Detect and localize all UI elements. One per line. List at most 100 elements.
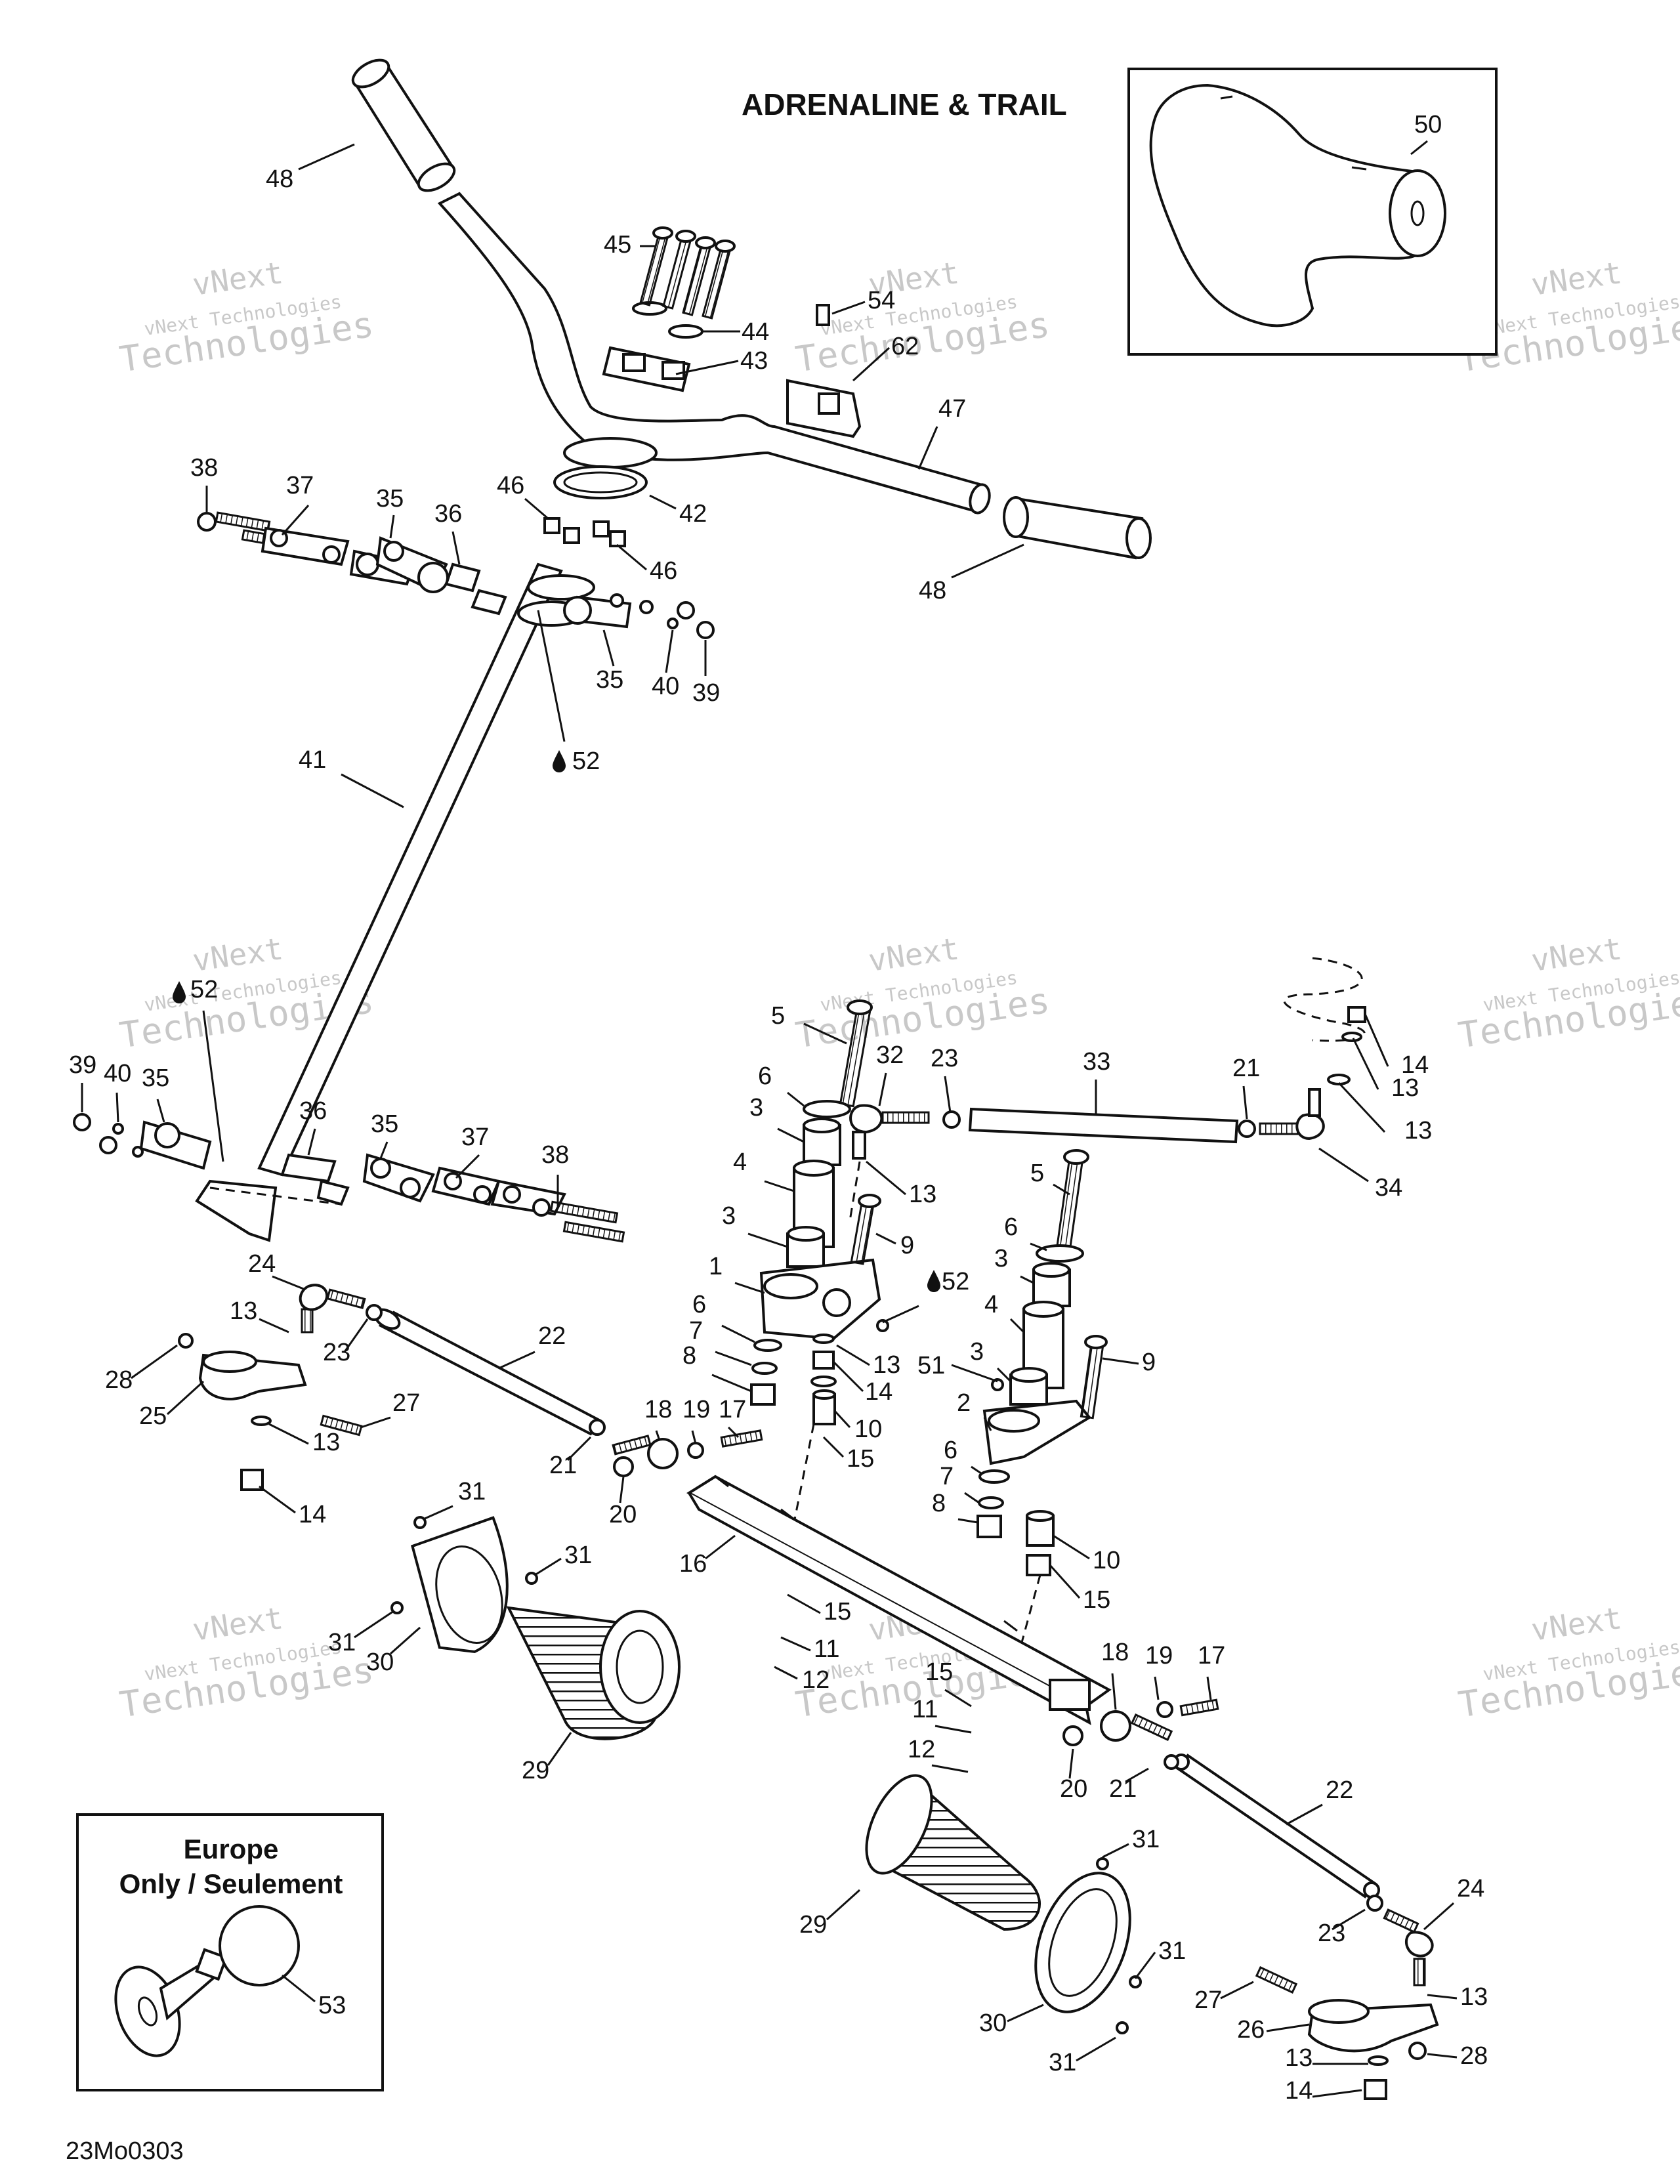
leader-line — [1068, 1748, 1074, 1779]
callout-52: 52 — [572, 747, 600, 775]
callout-31: 31 — [1158, 1937, 1186, 1965]
callout-17: 17 — [719, 1396, 746, 1423]
leader-line — [957, 1518, 978, 1524]
leader-line — [711, 1374, 752, 1393]
callout-11: 11 — [912, 1696, 938, 1723]
callout-31: 31 — [328, 1629, 356, 1656]
leader-line — [780, 1636, 811, 1652]
callout-7: 7 — [689, 1317, 703, 1345]
leader-line — [1312, 2089, 1362, 2098]
leader-line — [934, 1725, 972, 1734]
leader-line — [1364, 1013, 1389, 1067]
callout-6: 6 — [692, 1291, 706, 1318]
leader-line — [822, 1436, 845, 1458]
callout-33: 33 — [1083, 1048, 1110, 1076]
leader-line — [787, 1091, 805, 1107]
leader-line — [360, 1416, 391, 1429]
leader-line — [1076, 2036, 1116, 2062]
leader-line — [1286, 1803, 1323, 1826]
callout-51: 51 — [917, 1352, 945, 1379]
leader-line — [875, 1232, 896, 1245]
callout-9: 9 — [900, 1232, 914, 1259]
grip-cover-part — [1149, 83, 1438, 327]
leader-line — [747, 1232, 788, 1248]
callout-13: 13 — [873, 1351, 900, 1379]
leader-line — [389, 514, 395, 539]
spindle-arms — [178, 1333, 1439, 2100]
callout-14: 14 — [299, 1501, 326, 1528]
diagram-title: ADRENALINE & TRAIL — [742, 87, 1067, 121]
leader-line — [964, 1492, 980, 1504]
inset-europe-box — [76, 1813, 384, 2091]
leader-line — [983, 1417, 992, 1431]
callout-14: 14 — [1401, 1051, 1429, 1079]
callout-35: 35 — [371, 1110, 398, 1138]
callout-12: 12 — [802, 1666, 830, 1694]
callout-10: 10 — [1093, 1547, 1120, 1574]
leader-line — [1266, 2023, 1310, 2032]
leader-line — [917, 426, 938, 470]
leader-line — [498, 1351, 536, 1370]
leader-line — [944, 1076, 952, 1113]
leader-line — [343, 1318, 369, 1353]
leader-line — [1111, 1673, 1117, 1710]
callout-36: 36 — [434, 500, 462, 528]
callout-23: 23 — [1318, 1920, 1345, 1947]
leader-line — [1427, 2053, 1458, 2059]
leader-line — [1134, 1952, 1156, 1979]
callout-15: 15 — [824, 1598, 851, 1626]
callout-20: 20 — [609, 1501, 637, 1528]
callout-45: 45 — [604, 231, 631, 259]
grease-drop-icons — [173, 750, 940, 1292]
leader-line — [156, 1099, 165, 1123]
leader-line — [1053, 1534, 1090, 1560]
grease-drop-icon — [553, 750, 566, 772]
callout-28: 28 — [1460, 2042, 1488, 2070]
leader-line — [259, 1485, 296, 1514]
leader-line — [1102, 1357, 1139, 1365]
callout-6: 6 — [944, 1437, 957, 1464]
callout-14: 14 — [865, 1378, 892, 1406]
callout-30: 30 — [366, 1648, 394, 1676]
europe-label-line2: Only / Seulement — [119, 1868, 343, 1899]
leader-line — [803, 1022, 847, 1045]
leader-line — [836, 1344, 870, 1366]
callout-8: 8 — [932, 1490, 946, 1517]
callout-23: 23 — [323, 1339, 350, 1366]
leader-line — [1154, 1676, 1160, 1700]
callout-18: 18 — [1101, 1639, 1129, 1666]
callout-40: 40 — [652, 673, 679, 700]
callout-19: 19 — [682, 1396, 710, 1423]
callout-52: 52 — [942, 1268, 969, 1295]
leader-line — [354, 1610, 394, 1639]
callout-29: 29 — [522, 1757, 549, 1784]
figure-code: 23Mo0303 — [66, 2137, 184, 2165]
leader-line — [996, 1367, 1012, 1383]
callout-39: 39 — [692, 679, 720, 707]
callout-28: 28 — [105, 1366, 133, 1394]
callout-15: 15 — [1083, 1586, 1110, 1614]
callout-37: 37 — [286, 472, 314, 499]
leader-line — [866, 1160, 906, 1196]
callout-52: 52 — [190, 976, 218, 1003]
callout-13: 13 — [312, 1429, 340, 1456]
leader-line — [951, 543, 1024, 579]
leader-line — [268, 1423, 309, 1445]
leader-line — [455, 1154, 480, 1179]
boot-and-plate-left — [390, 1516, 681, 1740]
callout-4: 4 — [984, 1291, 998, 1318]
leader-line — [721, 1324, 755, 1343]
callout-3: 3 — [970, 1338, 984, 1366]
grease-drop-icon — [173, 981, 186, 1003]
leader-line — [1337, 1082, 1386, 1133]
leader-line — [534, 1557, 562, 1576]
callout-31: 31 — [458, 1478, 486, 1505]
callout-40: 40 — [104, 1060, 131, 1087]
handlebar-assembly — [351, 58, 1152, 560]
leader-line — [1427, 1994, 1458, 2000]
callout-43: 43 — [740, 347, 768, 375]
